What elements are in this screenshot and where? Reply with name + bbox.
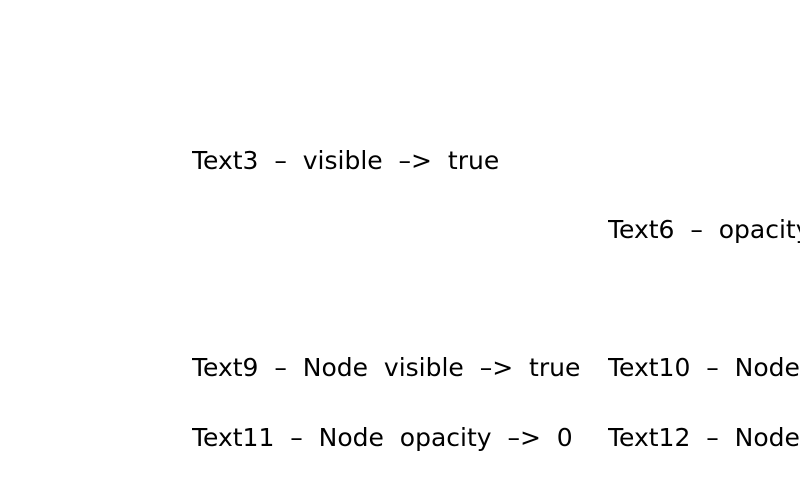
text11-label: Text11 – Node opacity –> 0 — [192, 423, 573, 452]
text10-label: Text10 – Node — [608, 353, 800, 382]
text9-label: Text9 – Node visible –> true — [192, 353, 581, 382]
text6-label: Text6 – opacity — [608, 215, 800, 244]
text3-label: Text3 – visible –> true — [192, 146, 500, 175]
text12-label: Text12 – Node — [608, 423, 800, 452]
